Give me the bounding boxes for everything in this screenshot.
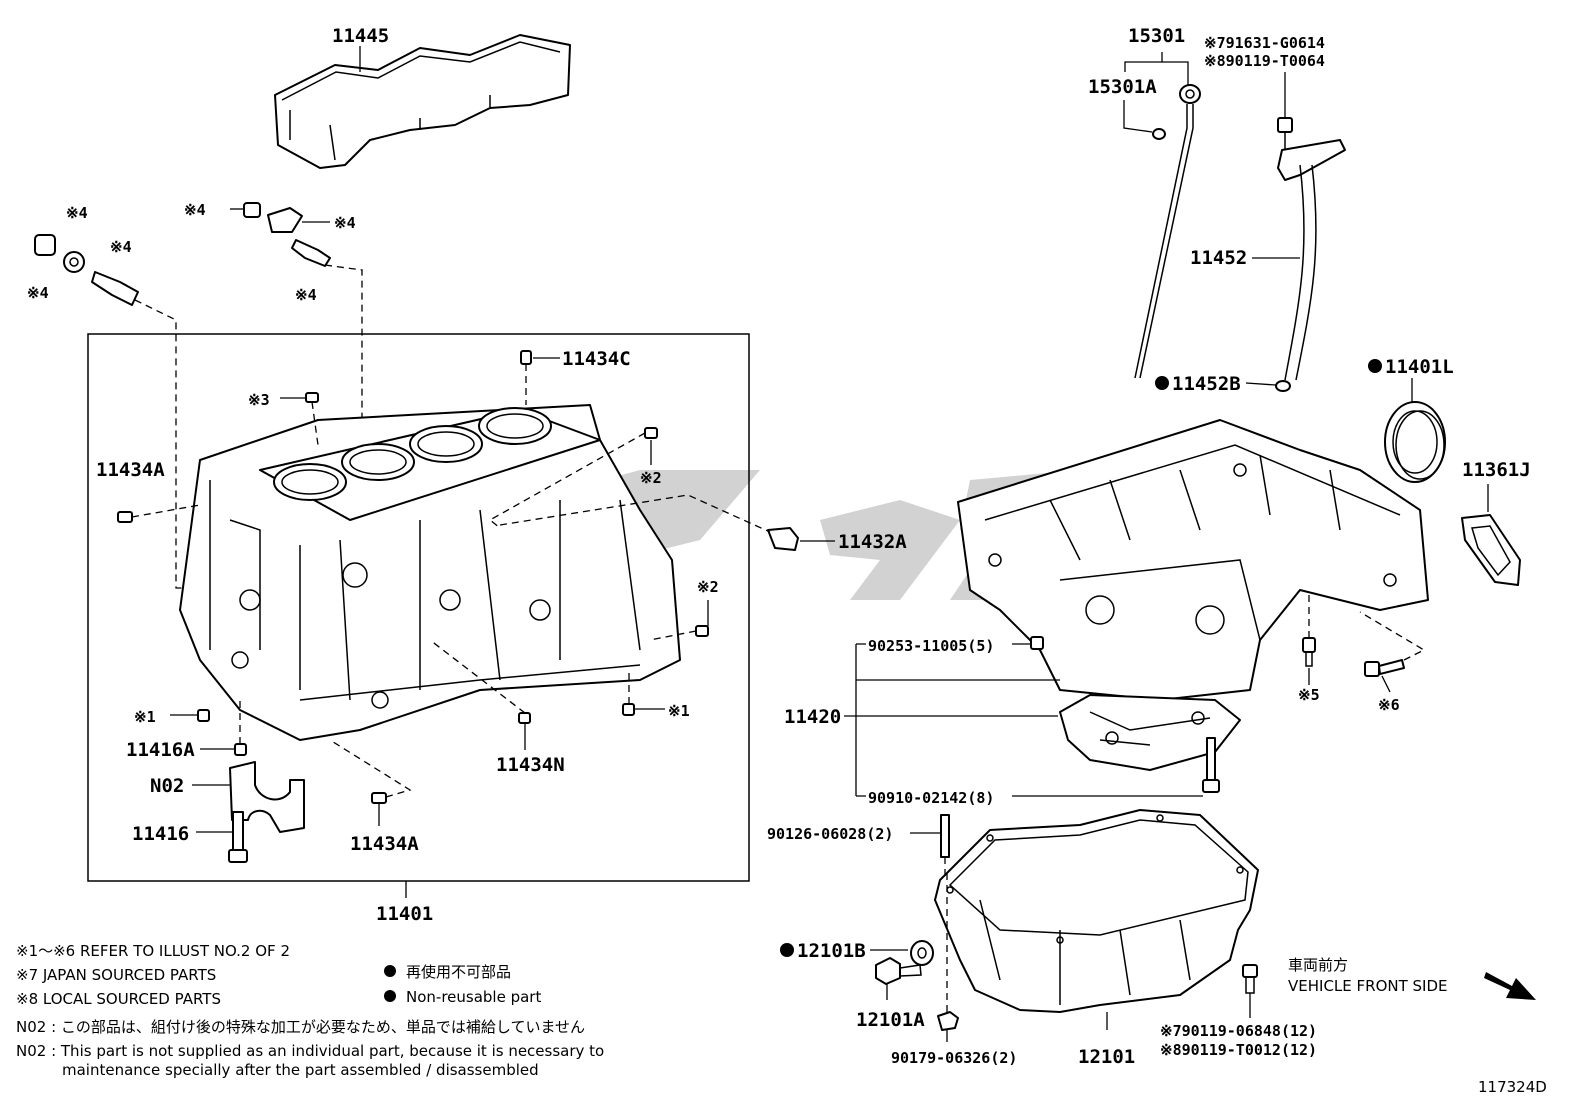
drain-plug-part — [875, 957, 922, 985]
non-reusable-dot — [780, 943, 794, 957]
pin-ref1-right — [622, 703, 635, 716]
label-11434C: 11434C — [562, 348, 631, 370]
label-11445: 11445 — [332, 25, 389, 47]
legend-n02-jp: N02 : この部品は、組付け後の特殊な加工が必要なため、単品では補給していませ… — [16, 1018, 585, 1036]
label-11416: 11416 — [132, 823, 189, 845]
pin-ref1-left — [197, 709, 210, 722]
stud-90126 — [940, 814, 950, 858]
label-11401: 11401 — [376, 903, 433, 925]
label-90126: 90126-06028(2) — [767, 825, 893, 843]
cylinder-block-part — [179, 404, 681, 741]
legend-ref-line: ※1～※6 REFER TO ILLUST NO.2 OF 2 — [16, 942, 290, 960]
label-15301: 15301 — [1128, 25, 1185, 47]
front-arrow-icon — [1484, 972, 1536, 1000]
label-11434A-left: 11434A — [96, 459, 165, 481]
label-N02: N02 — [150, 775, 184, 797]
dipstick-guide-part — [1275, 117, 1346, 392]
oil-pump-part — [1059, 694, 1241, 771]
legend-dot-icon — [384, 990, 396, 1002]
pin-11434A-left — [117, 511, 133, 523]
label-791631: ※791631-G0614 — [1204, 34, 1325, 52]
oil-seal-part — [1384, 401, 1446, 483]
cylinder-block-frame — [87, 333, 750, 882]
legend-dot-icon — [384, 965, 396, 977]
ref-mark: ※5 — [1298, 686, 1320, 704]
bolt-790119 — [1242, 964, 1258, 994]
head-cover-part — [274, 34, 571, 169]
ref-mark: ※3 — [248, 391, 270, 409]
label-12101: 12101 — [1078, 1046, 1135, 1068]
ref-mark: ※4 — [334, 214, 356, 232]
diagram-id: 117324D — [1478, 1078, 1547, 1096]
oil-pan-part — [934, 809, 1259, 1013]
bolt-ref6 — [1364, 659, 1405, 677]
crankcase-part — [957, 419, 1429, 701]
bearing-cap-part — [228, 761, 305, 863]
label-11434N: 11434N — [496, 754, 565, 776]
label-11452: 11452 — [1190, 247, 1247, 269]
ref-mark: ※2 — [697, 578, 719, 596]
ref-mark: ※1 — [134, 708, 156, 726]
fitting-group-top — [243, 202, 331, 267]
pin-ref2-right — [695, 625, 709, 637]
legend-japan-line: ※7 JAPAN SOURCED PARTS — [16, 966, 216, 984]
pin-11434C — [520, 350, 532, 365]
label-890119-T0064: ※890119-T0064 — [1204, 52, 1325, 70]
stud-90179 — [937, 1011, 959, 1031]
pin-11434N — [518, 712, 531, 724]
pin-11434A-bottom — [371, 792, 387, 804]
plug-11432A-part — [767, 527, 799, 551]
label-15301A: 15301A — [1088, 76, 1157, 98]
legend-n02-en-1: N02 : This part is not supplied as an in… — [16, 1042, 604, 1060]
bolt-ref5 — [1302, 637, 1316, 667]
legend-nonreuse-en: Non-reusable part — [406, 988, 541, 1006]
ref-mark: ※6 — [1378, 696, 1400, 714]
ref-mark: ※4 — [27, 284, 49, 302]
direction-jp: 車両前方 — [1288, 956, 1348, 974]
pin-11416A — [234, 743, 247, 756]
ref-mark: ※2 — [640, 469, 662, 487]
ref-mark: ※4 — [184, 201, 206, 219]
dipstick-part — [1134, 84, 1201, 379]
ref-mark: ※4 — [295, 286, 317, 304]
non-reusable-dot — [1155, 376, 1169, 390]
ref-mark: ※4 — [110, 238, 132, 256]
label-11452B: 11452B — [1172, 373, 1241, 395]
label-11401L: 11401L — [1385, 356, 1454, 378]
non-reusable-dot — [1368, 359, 1382, 373]
fitting-group-left — [34, 234, 139, 306]
gasket-part — [1461, 514, 1521, 586]
bolt-90910 — [1202, 737, 1220, 793]
label-90910: 90910-02142(8) — [868, 789, 994, 807]
label-90179: 90179-06326(2) — [891, 1049, 1017, 1067]
label-12101B: 12101B — [797, 940, 866, 962]
pin-90253 — [1030, 636, 1044, 650]
label-11434A-bottom: 11434A — [350, 833, 419, 855]
label-890119: ※890119-T0012(12) — [1160, 1041, 1317, 1059]
label-11420: 11420 — [784, 706, 841, 728]
ref-mark: ※4 — [66, 204, 88, 222]
label-90253: 90253-11005(5) — [868, 637, 994, 655]
legend-n02-en-2: maintenance specially after the part ass… — [62, 1061, 539, 1079]
ref-mark: ※1 — [668, 702, 690, 720]
direction-en: VEHICLE FRONT SIDE — [1288, 977, 1448, 995]
legend-local-line: ※8 LOCAL SOURCED PARTS — [16, 990, 221, 1008]
label-11416A: 11416A — [126, 739, 195, 761]
drain-gasket-part — [910, 940, 934, 966]
pin-ref2-top — [644, 427, 658, 439]
label-12101A: 12101A — [856, 1009, 925, 1031]
pin-ref3 — [305, 392, 319, 403]
label-790119: ※790119-06848(12) — [1160, 1022, 1317, 1040]
legend-nonreuse-jp: 再使用不可部品 — [406, 963, 511, 981]
label-11361J: 11361J — [1462, 459, 1531, 481]
label-11432A: 11432A — [838, 531, 907, 553]
